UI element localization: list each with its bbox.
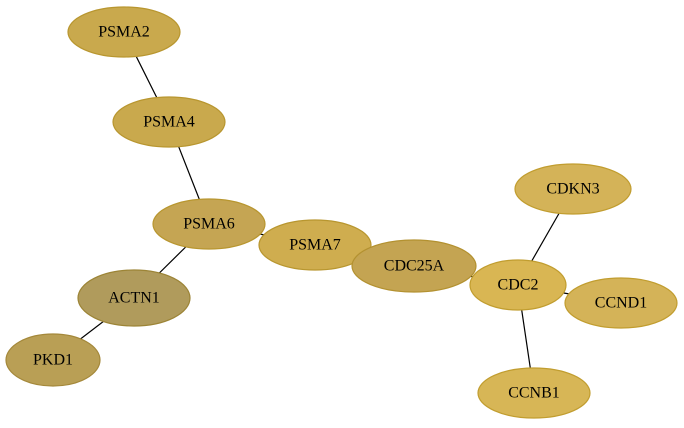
- node-ellipse: [152, 198, 266, 250]
- node-actn1[interactable]: ACTN1: [77, 269, 191, 327]
- node-psma6[interactable]: PSMA6: [152, 198, 266, 250]
- node-label: PSMA4: [143, 114, 195, 131]
- node-label: ACTN1: [108, 290, 160, 307]
- node-label: PSMA6: [183, 216, 235, 233]
- edge-layer: [52, 31, 622, 394]
- node-cdc25a[interactable]: CDC25A: [351, 239, 477, 293]
- node-psma7[interactable]: PSMA7: [258, 219, 372, 271]
- node-label: CCNB1: [508, 385, 560, 402]
- node-cdc2[interactable]: CDC2: [469, 259, 567, 311]
- node-ellipse: [5, 333, 101, 387]
- node-ellipse: [351, 239, 477, 293]
- node-psma2[interactable]: PSMA2: [67, 6, 181, 58]
- node-label: CCND1: [595, 295, 647, 312]
- node-label: PSMA7: [289, 237, 341, 254]
- node-label: CDC25A: [384, 258, 445, 275]
- node-ccnb1[interactable]: CCNB1: [477, 367, 591, 419]
- node-ellipse: [112, 96, 226, 148]
- node-ccnd1[interactable]: CCND1: [564, 277, 678, 329]
- node-label: CDC2: [498, 277, 539, 294]
- node-ellipse: [67, 6, 181, 58]
- node-ellipse: [469, 259, 567, 311]
- node-ellipse: [477, 367, 591, 419]
- node-label: PSMA2: [98, 24, 150, 41]
- node-cdkn3[interactable]: CDKN3: [514, 163, 632, 215]
- node-pkd1[interactable]: PKD1: [5, 333, 101, 387]
- node-label: PKD1: [33, 352, 73, 369]
- node-ellipse: [514, 163, 632, 215]
- node-label: CDKN3: [546, 181, 599, 198]
- node-ellipse: [564, 277, 678, 329]
- node-psma4[interactable]: PSMA4: [112, 96, 226, 148]
- node-ellipse: [258, 219, 372, 271]
- node-ellipse: [77, 269, 191, 327]
